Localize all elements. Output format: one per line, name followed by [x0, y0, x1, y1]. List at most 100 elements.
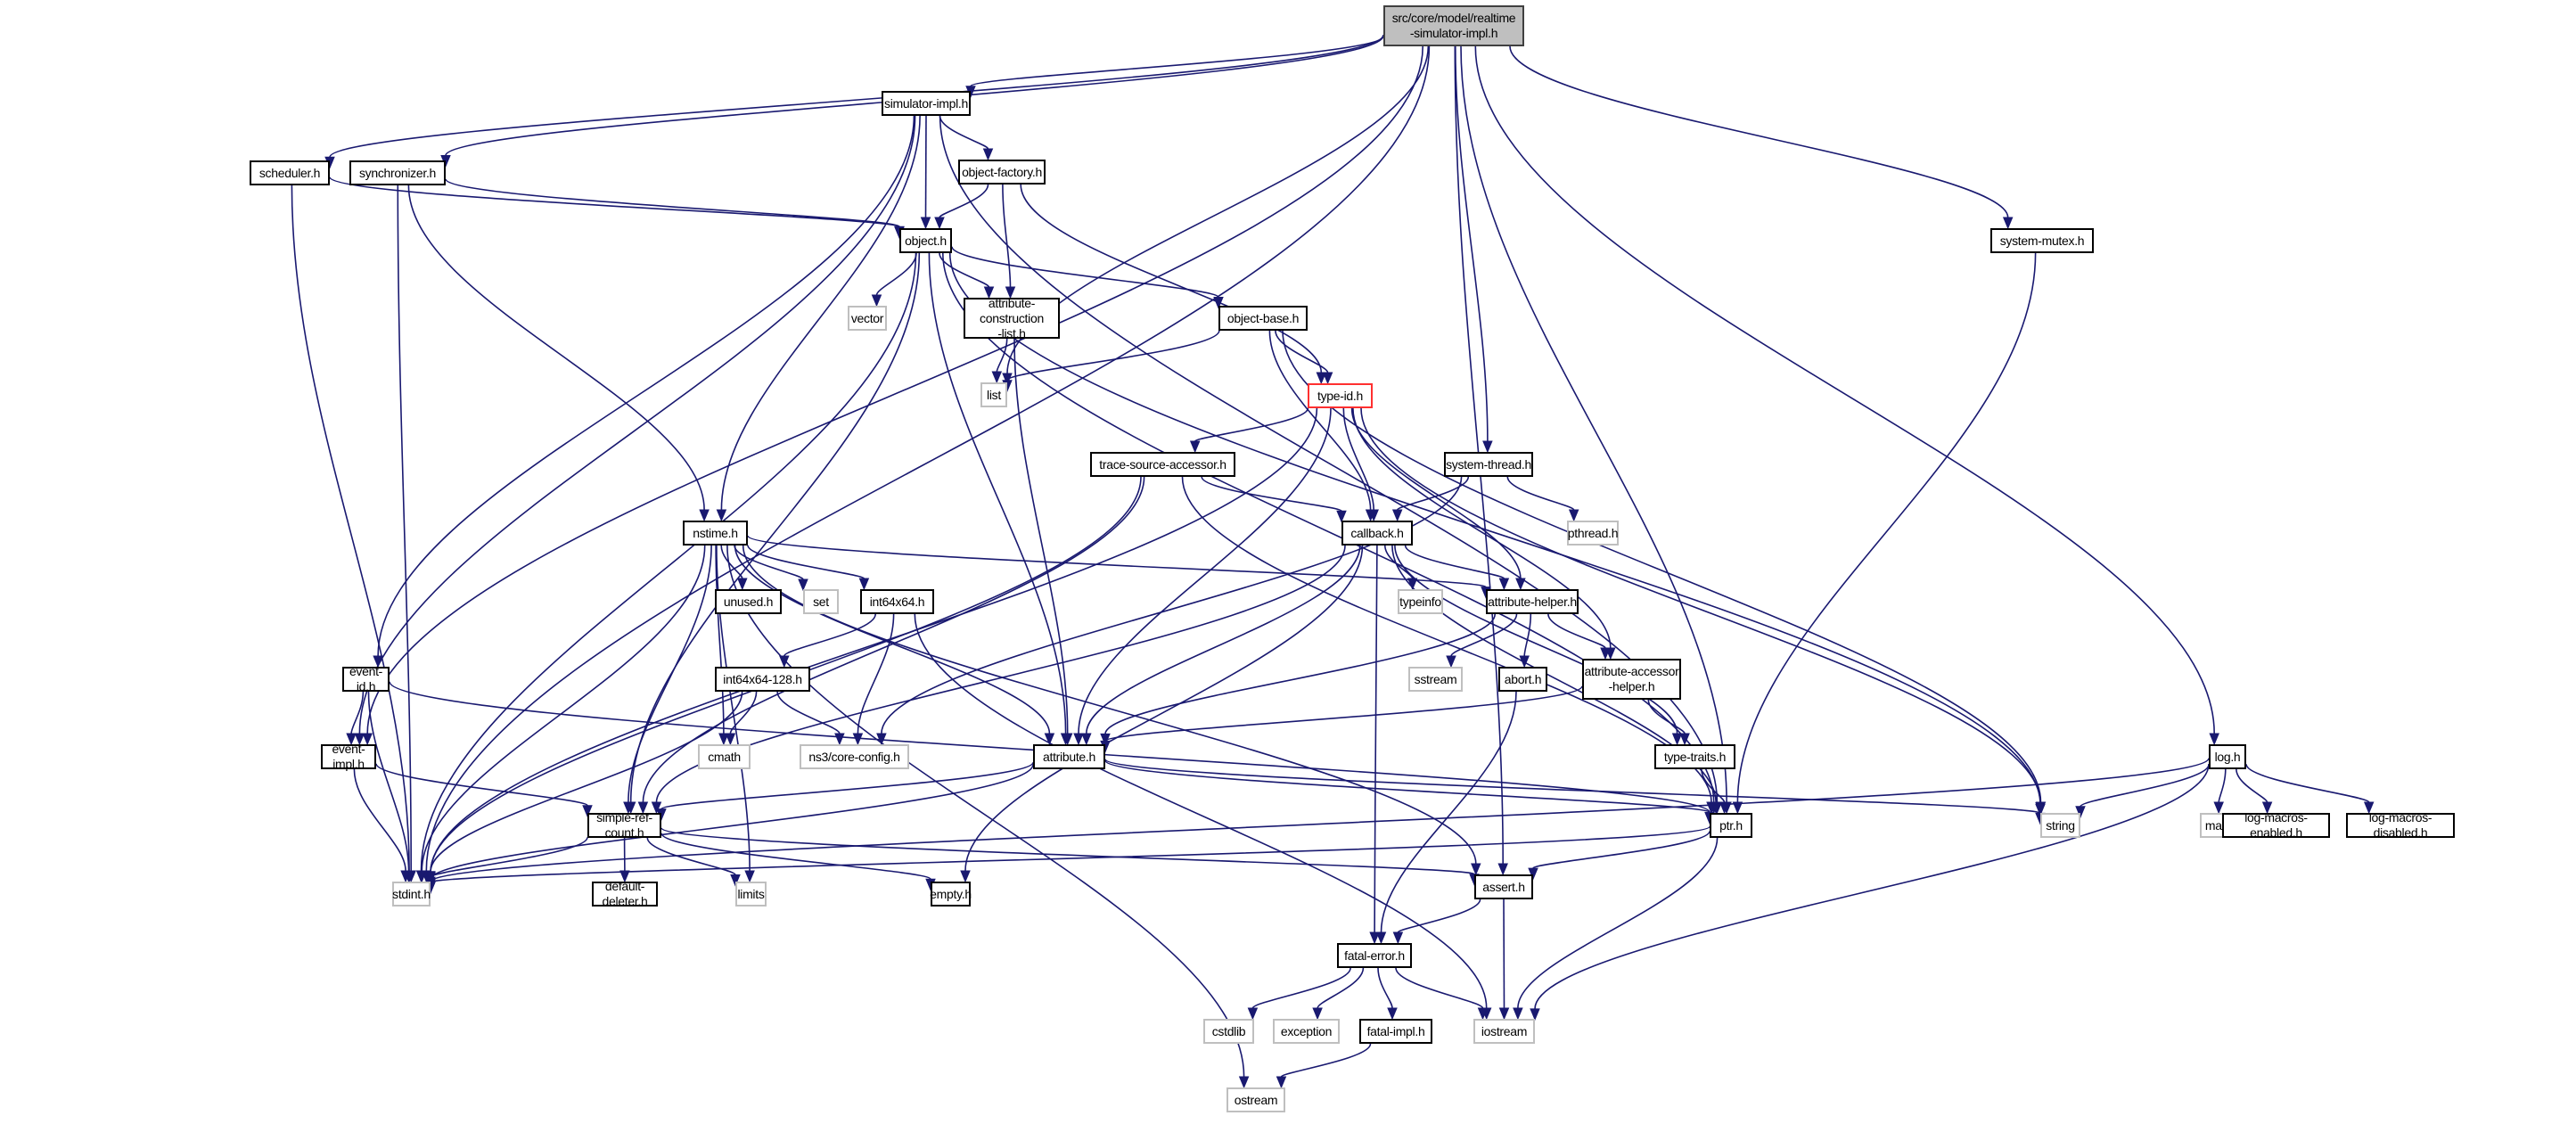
node-log-macros-disabled[interactable]: log-macros-disabled.h [2346, 813, 2455, 838]
node-list: list [980, 382, 1007, 407]
arrowhead-icon [1388, 1008, 1397, 1019]
arrowhead-icon [1313, 1008, 1322, 1019]
node-event-id[interactable]: event-id.h [342, 667, 390, 692]
edge-object-base-to-string [1283, 331, 2041, 802]
arrowhead-icon [1074, 734, 1083, 744]
node-ostream: ostream [1226, 1087, 1285, 1112]
node-attr-accessor-helper[interactable]: attribute-accessor -helper.h [1582, 659, 1681, 700]
edge-object-factory-to-attr-construction-list [1003, 185, 1011, 287]
node-attr-construction-list[interactable]: attribute-construction -list.h [964, 298, 1060, 339]
edge-event-impl-to-stdint [354, 769, 406, 871]
edge-assert-to-iostream [1504, 899, 1505, 1008]
node-trace-source-accessor[interactable]: trace-source-accessor.h [1090, 452, 1235, 477]
node-type-id[interactable]: type-id.h [1308, 383, 1373, 408]
node-assert[interactable]: assert.h [1474, 874, 1533, 899]
node-iostream: iostream [1473, 1019, 1535, 1044]
node-simple-ref-count[interactable]: simple-ref-count.h [587, 813, 661, 838]
node-fatal-impl[interactable]: fatal-impl.h [1359, 1019, 1432, 1044]
node-nstime[interactable]: nstime.h [683, 521, 748, 546]
edge-system-mutex-to-ptr [1737, 253, 2035, 802]
node-synchronizer[interactable]: synchronizer.h [349, 160, 446, 185]
arrowhead-icon [992, 372, 1001, 382]
node-cmath: cmath [698, 744, 751, 769]
arrowhead-icon [726, 734, 734, 744]
edge-attribute-to-simple-ref-count [661, 762, 1033, 808]
edge-event-impl-to-simple-ref-count [376, 764, 587, 806]
node-attribute-helper[interactable]: attribute-helper.h [1486, 589, 1579, 614]
edge-callback-to-fatal-error [1374, 546, 1377, 932]
node-sstream: sstream [1408, 667, 1463, 692]
arrowhead-icon [859, 578, 868, 589]
arrowhead-icon [1277, 1077, 1286, 1087]
edge-simple-ref-count-to-empty [661, 833, 931, 880]
node-core-config: ns3/core-config.h [800, 744, 909, 769]
node-fatal-error[interactable]: fatal-error.h [1337, 943, 1412, 968]
node-object-factory[interactable]: object-factory.h [958, 160, 1046, 185]
edge-root-to-simulator-impl [971, 37, 1383, 86]
edge-object-to-vector [877, 253, 917, 295]
node-event-impl[interactable]: event-impl.h [321, 744, 376, 769]
node-log[interactable]: log.h [2209, 744, 2246, 769]
edge-fatal-error-to-fatal-impl [1378, 968, 1392, 1008]
node-simulator-impl[interactable]: simulator-impl.h [882, 91, 971, 116]
edge-log-to-stdint [431, 759, 2209, 882]
node-abort[interactable]: abort.h [1498, 667, 1547, 692]
arrowhead-icon [1248, 1008, 1257, 1019]
node-root[interactable]: src/core/model/realtime -simulator-impl.… [1383, 5, 1524, 46]
edge-simulator-impl-to-event-id [378, 116, 914, 656]
node-stdint: stdint.h [392, 882, 431, 907]
edge-nstime-to-ostream [727, 546, 1244, 1077]
arrowhead-icon [984, 149, 993, 160]
node-default-deleter[interactable]: default-deleter.h [592, 882, 658, 907]
edge-attr-construction-list-to-list [997, 339, 1006, 372]
edge-attribute-to-string [1105, 759, 2040, 814]
arrowhead-icon [873, 295, 882, 306]
edge-log-to-log-macros-disabled [2246, 764, 2369, 802]
node-object[interactable]: object.h [899, 228, 952, 253]
edge-event-id-to-stdint [369, 692, 409, 871]
edge-root-to-event-impl [367, 46, 1423, 734]
edge-log-to-iostream [1535, 764, 2209, 1009]
arrowhead-icon [1324, 373, 1333, 383]
arrowhead-icon [1393, 932, 1402, 943]
node-int64x64-128[interactable]: int64x64-128.h [715, 667, 810, 692]
edge-attr-accessor-helper-to-attribute [1105, 686, 1582, 742]
arrowhead-icon [1377, 932, 1386, 943]
edge-synchronizer-to-nstime [408, 185, 704, 510]
arrowhead-icon [1498, 864, 1507, 874]
node-scheduler[interactable]: scheduler.h [250, 160, 330, 185]
node-callback[interactable]: callback.h [1341, 521, 1413, 546]
edge-assert-to-fatal-error [1398, 899, 1480, 932]
node-system-mutex[interactable]: system-mutex.h [1990, 228, 2094, 253]
edge-attr-accessor-helper-to-type-traits [1648, 700, 1685, 734]
arrowhead-icon [1393, 510, 1402, 521]
node-typeinfo: typeinfo [1398, 589, 1443, 614]
node-system-thread[interactable]: system-thread.h [1444, 452, 1533, 477]
node-int64x64[interactable]: int64x64.h [860, 589, 934, 614]
edge-object-to-attr-construction-list [939, 253, 989, 287]
edge-fatal-error-to-iostream [1396, 968, 1483, 1008]
edge-ptr-to-assert [1533, 832, 1710, 869]
node-limits: limits [735, 882, 767, 907]
node-ptr[interactable]: ptr.h [1710, 813, 1752, 838]
arrowhead-icon [853, 734, 862, 744]
edge-system-thread-to-pthread [1507, 477, 1573, 510]
edge-root-to-system-mutex [1510, 46, 2008, 217]
arrowhead-icon [2004, 217, 2013, 228]
node-type-traits[interactable]: type-traits.h [1654, 744, 1735, 769]
arrowhead-icon [1500, 1008, 1509, 1019]
node-object-base[interactable]: object-base.h [1218, 306, 1308, 331]
edge-attribute-helper-to-abort [1524, 614, 1530, 656]
edge-callback-to-attribute-helper [1406, 546, 1505, 578]
node-log-macros-enabled[interactable]: log-macros-enabled.h [2222, 813, 2330, 838]
node-string: string [2040, 813, 2080, 838]
node-unused[interactable]: unused.h [715, 589, 782, 614]
edge-callback-to-attribute [1087, 546, 1360, 734]
node-pthread: pthread.h [1567, 521, 1619, 546]
edge-int64x64-to-int64x64-128 [784, 614, 875, 656]
node-attribute[interactable]: attribute.h [1033, 744, 1105, 769]
arrowhead-icon [745, 871, 754, 882]
node-empty[interactable]: empty.h [931, 882, 971, 907]
arrowhead-icon [2214, 802, 2223, 813]
node-cstdlib: cstdlib [1203, 1019, 1254, 1044]
